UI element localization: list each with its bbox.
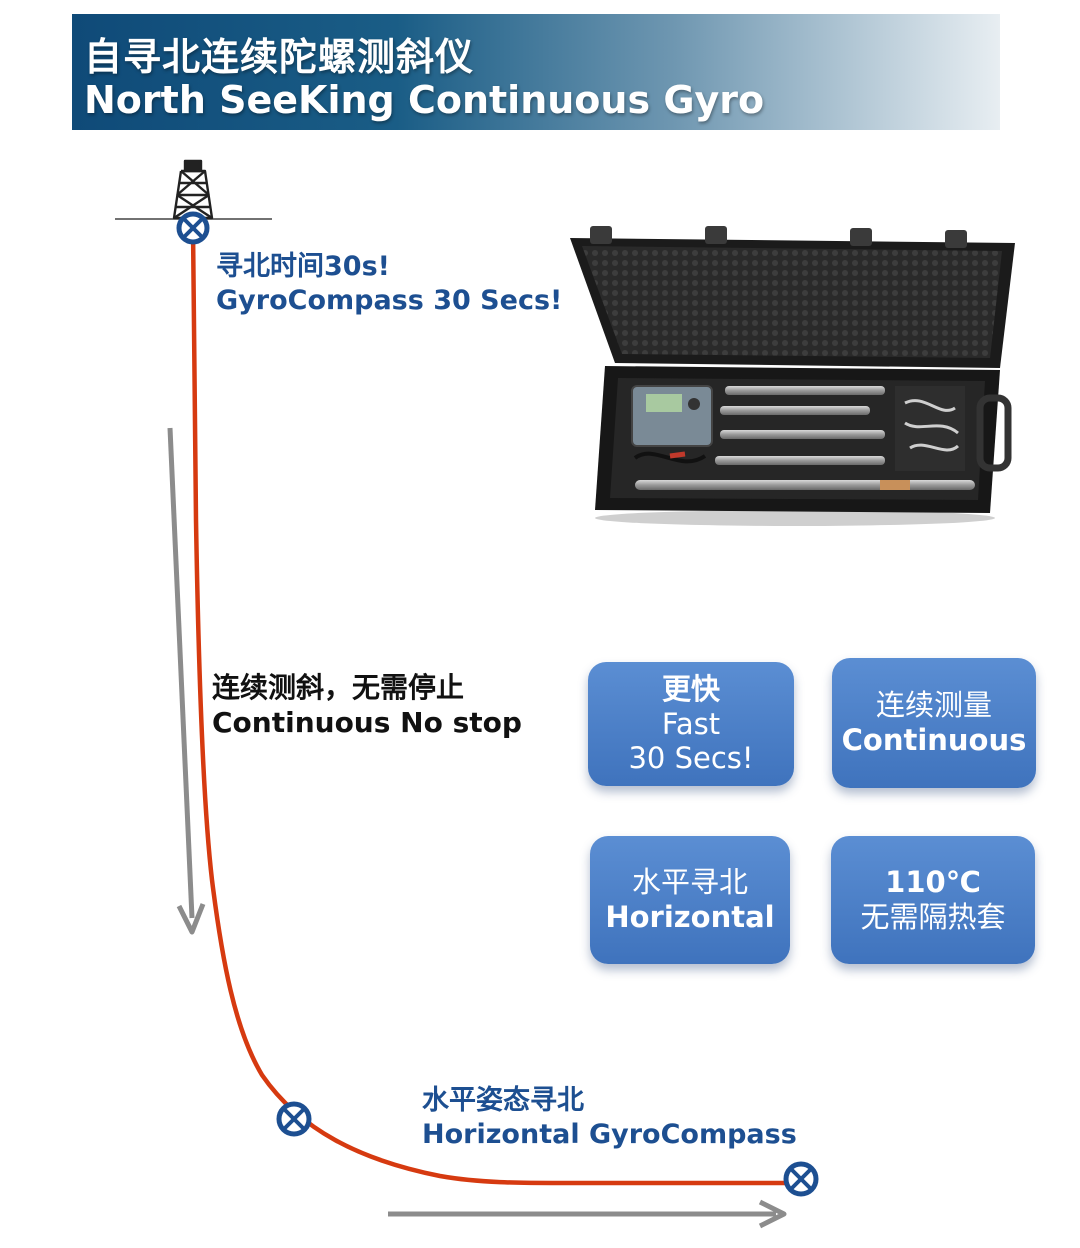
gyrocompass-label-en: GyroCompass 30 Secs! bbox=[216, 284, 563, 316]
horizontal-label-en: Horizontal GyroCompass bbox=[422, 1118, 797, 1150]
feature-card-continuous: 连续测量 Continuous bbox=[832, 658, 1036, 788]
drilling-rig-icon bbox=[172, 159, 214, 220]
gyrocompass-label-cn: 寻北时间30s! bbox=[216, 251, 390, 282]
horizontal-direction-arrow bbox=[388, 1199, 787, 1229]
feature-fast-time: 30 Secs! bbox=[628, 741, 754, 776]
feature-card-temperature: 110℃ 无需隔热套 bbox=[831, 836, 1035, 964]
continuous-label: 连续测斜，无需停止 Continuous No stop bbox=[212, 670, 522, 740]
title-cn: 自寻北连续陀螺测斜仪 bbox=[84, 35, 475, 79]
instrument-case-image bbox=[570, 226, 1015, 526]
title-en: North SeeKing Continuous Gyro bbox=[84, 78, 765, 122]
continuous-label-cn: 连续测斜，无需停止 bbox=[212, 671, 465, 704]
feature-horizontal-cn: 水平寻北 bbox=[631, 865, 748, 900]
survey-point-icon bbox=[276, 1101, 312, 1137]
vertical-direction-arrow bbox=[167, 427, 206, 935]
feature-fast-cn: 更快 bbox=[661, 671, 720, 706]
gyrocompass-label: 寻北时间30s! GyroCompass 30 Secs! bbox=[216, 250, 562, 318]
title-banner: 自寻北连续陀螺测斜仪 North SeeKing Continuous Gyro bbox=[72, 14, 1000, 130]
well-path bbox=[190, 225, 803, 1186]
feature-fast-en: Fast bbox=[661, 706, 721, 741]
feature-continuous-en: Continuous bbox=[841, 723, 1027, 757]
survey-point-icon bbox=[176, 211, 210, 245]
feature-horizontal-en: Horizontal bbox=[605, 900, 775, 934]
feature-card-horizontal: 水平寻北 Horizontal bbox=[590, 836, 790, 964]
continuous-label-en: Continuous No stop bbox=[212, 706, 522, 739]
feature-card-fast: 更快 Fast 30 Secs! bbox=[588, 662, 794, 786]
horizontal-label-cn: 水平姿态寻北 bbox=[422, 1085, 584, 1116]
feature-temperature-cn: 无需隔热套 bbox=[860, 900, 1006, 934]
feature-continuous-cn: 连续测量 bbox=[875, 688, 992, 723]
horizontal-gyrocompass-label: 水平姿态寻北 Horizontal GyroCompass bbox=[422, 1084, 797, 1152]
survey-point-icon bbox=[783, 1161, 819, 1197]
feature-temperature-value: 110℃ bbox=[885, 865, 981, 900]
